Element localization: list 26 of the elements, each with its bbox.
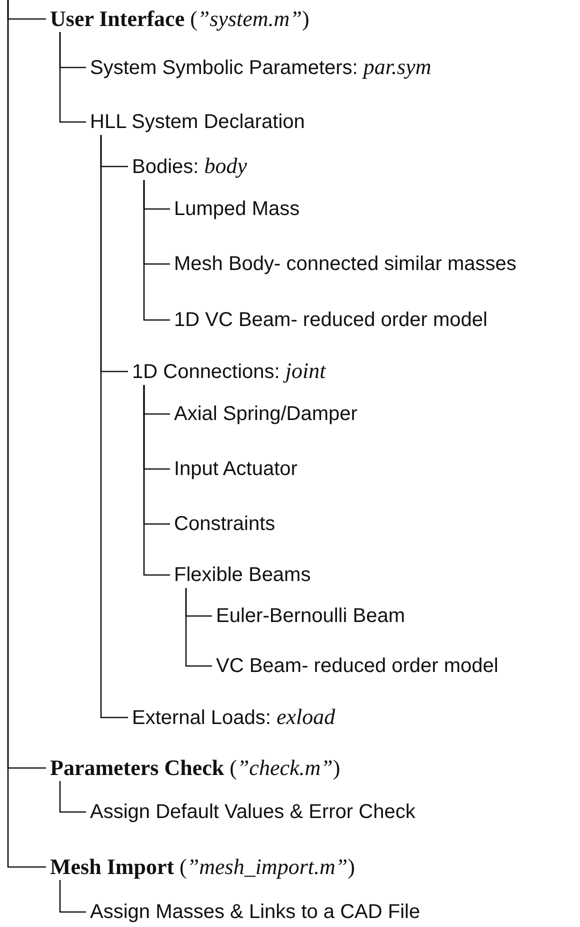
- tree-item-label: External Loads: exload: [132, 704, 336, 731]
- tree-item-label: Lumped Mass: [174, 196, 300, 222]
- tree-connector: [59, 880, 86, 913]
- tree-item-label: User Interface (”system.m”): [50, 6, 310, 32]
- tree-item-label: 1D VC Beam- reduced order model: [174, 307, 488, 333]
- tree-item-label: Bodies: body: [132, 153, 248, 180]
- tree-item-label: Euler-Bernoulli Beam: [216, 603, 405, 629]
- tree-connector: [143, 180, 170, 321]
- tree-connector: [185, 588, 212, 667]
- tree-item-label: Assign Default Values & Error Check: [90, 799, 416, 825]
- tree-item-label: Parameters Check (”check.m”): [50, 755, 340, 781]
- tree-item-label: Input Actuator: [174, 456, 298, 482]
- tree-connector: [100, 135, 128, 718]
- tree-item-label: Mesh Import (”mesh_import.m”): [50, 854, 355, 880]
- tree-item-label: System Symbolic Parameters: par.sym: [90, 54, 432, 81]
- tree-item-label: HLL System Declaration: [90, 109, 305, 135]
- tree-item-label: Axial Spring/Damper: [174, 401, 358, 427]
- tree-item-label: Constraints: [174, 511, 276, 537]
- tree-item-label: Assign Masses & Links to a CAD File: [90, 899, 420, 925]
- tree-connector: [59, 32, 86, 123]
- tree-item-label: 1D Connections: joint: [132, 358, 326, 385]
- tree-connector: [143, 385, 170, 576]
- tree-item-label: VC Beam- reduced order model: [216, 653, 498, 679]
- tree-item-label: Flexible Beams: [174, 562, 311, 588]
- tree-connector: [59, 781, 86, 813]
- tree-item-label: Mesh Body- connected similar masses: [174, 251, 516, 277]
